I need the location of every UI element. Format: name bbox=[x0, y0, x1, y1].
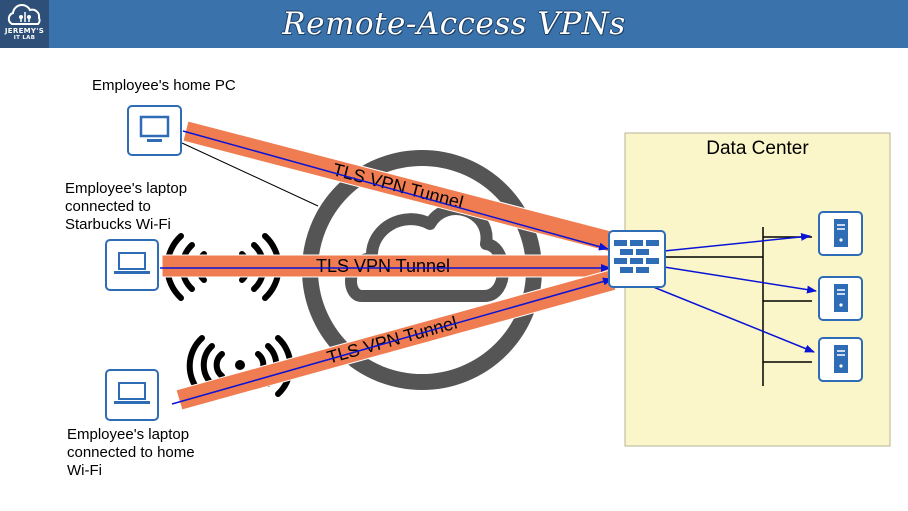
vpn-tunnel-middle: TLS VPN Tunnel bbox=[161, 254, 613, 278]
monitor-icon bbox=[127, 105, 182, 156]
home-laptop-label: Employee's laptop connected to home Wi-F… bbox=[67, 426, 195, 479]
laptop-icon-home bbox=[105, 369, 159, 421]
title-bar: JEREMY'S IT LAB Remote-Access VPNs bbox=[0, 0, 908, 48]
laptop-icon-starbucks bbox=[105, 239, 159, 291]
server-arrow-3 bbox=[635, 279, 815, 353]
vpn-arrow-bottom bbox=[171, 277, 613, 405]
data-center-label: Data Center bbox=[706, 138, 809, 159]
starbucks-laptop-label: Employee's laptop connected to Starbucks… bbox=[65, 180, 188, 233]
cloud-logo-icon bbox=[7, 4, 41, 25]
logo-text-top: JEREMY'S bbox=[4, 27, 45, 35]
tunnel-label-middle: TLS VPN Tunnel bbox=[316, 256, 450, 276]
jeremys-it-lab-logo: JEREMY'S IT LAB bbox=[0, 0, 49, 48]
server-icon-3 bbox=[818, 337, 863, 382]
server-arrow-2 bbox=[663, 266, 817, 294]
data-center-switch bbox=[660, 227, 812, 386]
server-icon-2 bbox=[818, 276, 863, 321]
pc-uplink-line bbox=[181, 142, 319, 207]
vpn-arrow-top bbox=[182, 130, 609, 251]
slide-title: Remote-Access VPNs bbox=[282, 6, 626, 42]
server-arrow-1 bbox=[663, 232, 811, 252]
home-pc-label: Employee's home PC bbox=[92, 77, 236, 94]
logo-text-bottom: IT LAB bbox=[13, 35, 36, 41]
firewall-icon bbox=[608, 230, 666, 288]
server-icon-1 bbox=[818, 211, 863, 256]
